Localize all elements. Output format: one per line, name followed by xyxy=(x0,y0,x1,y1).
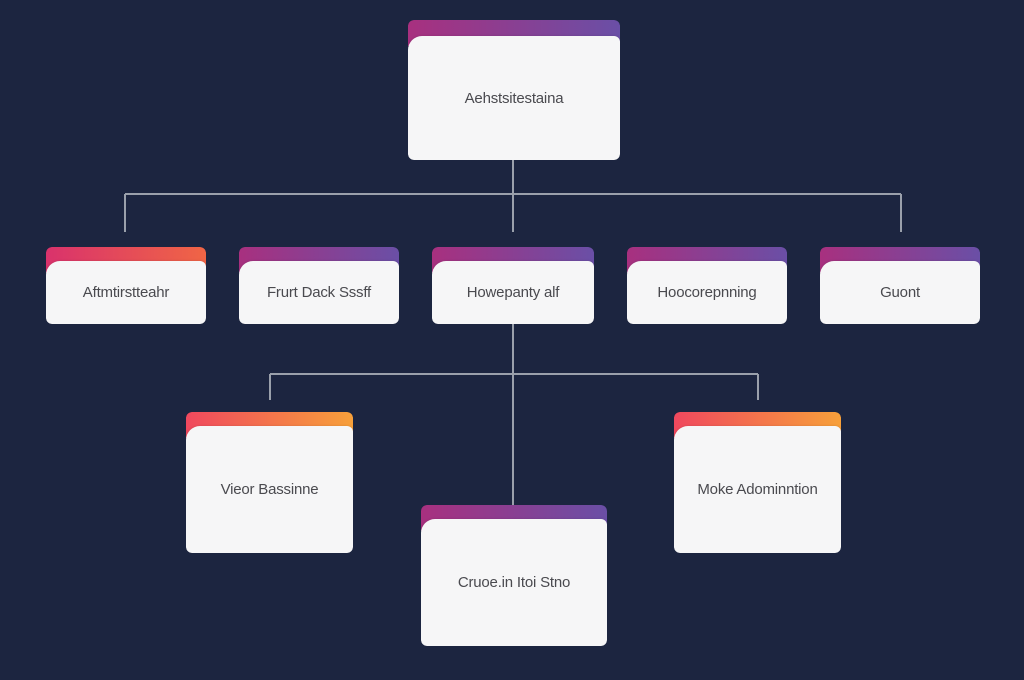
node-level2-2[interactable]: Cruoe.in Itoi Stno xyxy=(421,505,607,646)
node-level2-1[interactable]: Vieor Bassinne xyxy=(186,412,353,553)
node-card: Cruoe.in Itoi Stno xyxy=(421,519,607,646)
node-label: Aftmtirstteahr xyxy=(82,284,170,301)
node-label: Cruoe.in Itoi Stno xyxy=(457,574,571,591)
node-card: Aehstsitestaina xyxy=(408,36,620,160)
node-label: Vieor Bassinne xyxy=(220,481,319,498)
node-label: Aehstsitestaina xyxy=(464,89,564,107)
node-level1-2[interactable]: Frurt Dack Sssff xyxy=(239,247,399,324)
node-label: Guont xyxy=(880,284,920,301)
node-label: Howepanty alf xyxy=(466,284,560,301)
node-level2-3[interactable]: Moke Adominntion xyxy=(674,412,841,553)
node-card: Moke Adominntion xyxy=(674,426,841,553)
node-label: Moke Adominntion xyxy=(697,481,818,498)
node-level1-3[interactable]: Howepanty alf xyxy=(432,247,594,324)
node-card: Hoocorepnning xyxy=(627,261,787,324)
node-label: Frurt Dack Sssff xyxy=(266,284,372,301)
node-card: Vieor Bassinne xyxy=(186,426,353,553)
node-card: Howepanty alf xyxy=(432,261,594,324)
node-level1-5[interactable]: Guont xyxy=(820,247,980,324)
node-card: Frurt Dack Sssff xyxy=(239,261,399,324)
node-root[interactable]: Aehstsitestaina xyxy=(408,20,620,160)
node-card: Aftmtirstteahr xyxy=(46,261,206,324)
node-label: Hoocorepnning xyxy=(657,284,757,301)
node-level1-4[interactable]: Hoocorepnning xyxy=(627,247,787,324)
node-card: Guont xyxy=(820,261,980,324)
node-level1-1[interactable]: Aftmtirstteahr xyxy=(46,247,206,324)
